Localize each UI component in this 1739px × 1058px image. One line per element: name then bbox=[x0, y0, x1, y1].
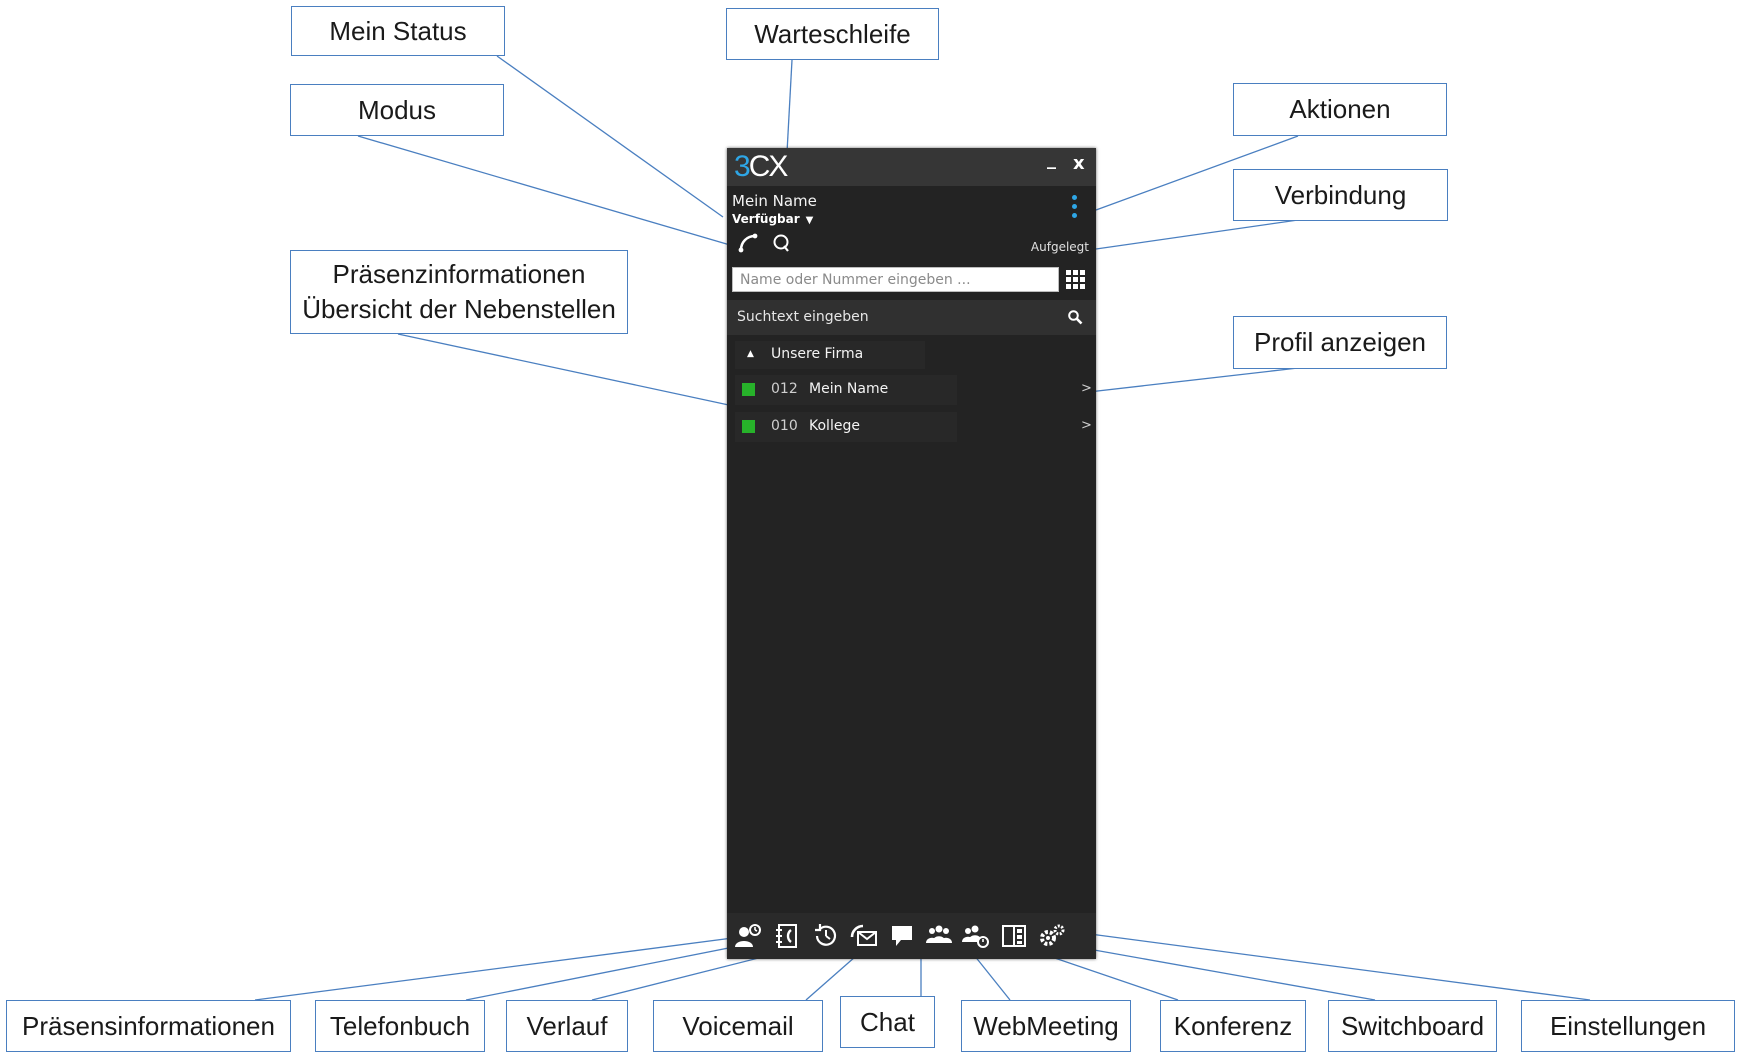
chat-icon[interactable] bbox=[887, 921, 917, 951]
presence-indicator bbox=[742, 383, 755, 396]
webmeeting-icon[interactable] bbox=[924, 921, 954, 951]
logo-suffix: CX bbox=[748, 150, 789, 183]
contact-name: Mein Name bbox=[809, 381, 889, 397]
status-label: Verfügbar bbox=[732, 212, 800, 226]
line-b-praesens bbox=[254, 935, 749, 1001]
phone-handset-icon[interactable] bbox=[737, 232, 759, 254]
line-b-einstellungen bbox=[1089, 933, 1591, 1001]
line-aktionen bbox=[1095, 135, 1299, 211]
contact-row[interactable]: 010 Kollege > bbox=[735, 412, 1092, 442]
callout-voicemail: Voicemail bbox=[653, 1000, 823, 1052]
presence-indicator bbox=[742, 420, 755, 433]
connection-state: Aufgelegt bbox=[1030, 240, 1089, 254]
callout-modus: Modus bbox=[290, 84, 504, 136]
callout-telefonbuch: Telefonbuch bbox=[315, 1000, 485, 1052]
conference-icon[interactable] bbox=[961, 921, 991, 951]
caret-down-icon: ▼ bbox=[805, 215, 814, 226]
caret-up-icon: ▲ bbox=[747, 349, 754, 359]
search-input[interactable]: Suchtext eingeben bbox=[737, 309, 869, 325]
line-praesenz bbox=[397, 333, 753, 411]
line-mein-status bbox=[496, 55, 724, 218]
callout-verbindung: Verbindung bbox=[1233, 169, 1448, 221]
callout-praesenz-line2: Übersicht der Nebenstellen bbox=[302, 294, 616, 324]
queue-icon[interactable] bbox=[771, 232, 793, 254]
history-icon[interactable] bbox=[811, 921, 841, 951]
callout-praesensinformationen: Präsensinformationen bbox=[6, 1000, 291, 1052]
callout-praesenz-line1: Präsenzinformationen bbox=[332, 259, 586, 289]
contact-extension: 012 bbox=[771, 381, 798, 397]
profile-arrow-icon[interactable]: > bbox=[1081, 381, 1092, 396]
profile-arrow-icon[interactable]: > bbox=[1081, 418, 1092, 433]
callout-warteschleife: Warteschleife bbox=[726, 8, 939, 60]
search-icon[interactable] bbox=[1067, 309, 1083, 325]
actions-menu-icon[interactable] bbox=[1070, 195, 1078, 227]
contact-name: Kollege bbox=[809, 418, 860, 434]
line-modus bbox=[357, 135, 731, 246]
callout-chat: Chat bbox=[840, 996, 935, 1048]
switchboard-icon[interactable] bbox=[999, 921, 1029, 951]
phone-window: 3CX _ x Mein Name Verfügbar ▼ Aufgelegt S… bbox=[727, 148, 1096, 959]
callout-praesenz: Präsenzinformationen Übersicht der Neben… bbox=[290, 250, 628, 334]
logo-prefix: 3 bbox=[734, 150, 751, 183]
status-dropdown[interactable]: Verfügbar ▼ bbox=[732, 212, 813, 226]
callout-einstellungen: Einstellungen bbox=[1521, 1000, 1735, 1052]
callout-webmeeting: WebMeeting bbox=[961, 1000, 1131, 1052]
group-header[interactable]: ▲ Unsere Firma bbox=[735, 341, 925, 369]
bottom-toolbar bbox=[727, 913, 1096, 959]
callout-aktionen: Aktionen bbox=[1233, 83, 1447, 136]
callout-konferenz: Konferenz bbox=[1160, 1000, 1306, 1052]
close-button[interactable]: x bbox=[1073, 153, 1085, 174]
dial-input[interactable] bbox=[732, 267, 1059, 292]
contact-row[interactable]: 012 Mein Name > bbox=[735, 375, 1092, 405]
dialpad-icon[interactable] bbox=[1065, 269, 1086, 290]
group-name: Unsere Firma bbox=[771, 346, 864, 362]
callout-switchboard: Switchboard bbox=[1328, 1000, 1497, 1052]
line-verbindung bbox=[1095, 219, 1299, 250]
callout-verlauf: Verlauf bbox=[506, 1000, 628, 1052]
voicemail-icon[interactable] bbox=[849, 921, 879, 951]
callout-mein-status: Mein Status bbox=[291, 6, 505, 56]
contact-extension: 010 bbox=[771, 418, 798, 434]
line-profil bbox=[1079, 367, 1299, 394]
title-bar: 3CX _ x bbox=[727, 148, 1096, 186]
phonebook-icon[interactable] bbox=[772, 921, 802, 951]
presence-icon[interactable] bbox=[733, 921, 763, 951]
settings-icon[interactable] bbox=[1037, 921, 1067, 951]
user-name: Mein Name bbox=[732, 192, 817, 210]
callout-profil: Profil anzeigen bbox=[1233, 316, 1447, 369]
contact-search-bar[interactable]: Suchtext eingeben bbox=[727, 300, 1096, 335]
minimize-button[interactable]: _ bbox=[1047, 149, 1056, 170]
logo: 3CX bbox=[734, 150, 789, 184]
